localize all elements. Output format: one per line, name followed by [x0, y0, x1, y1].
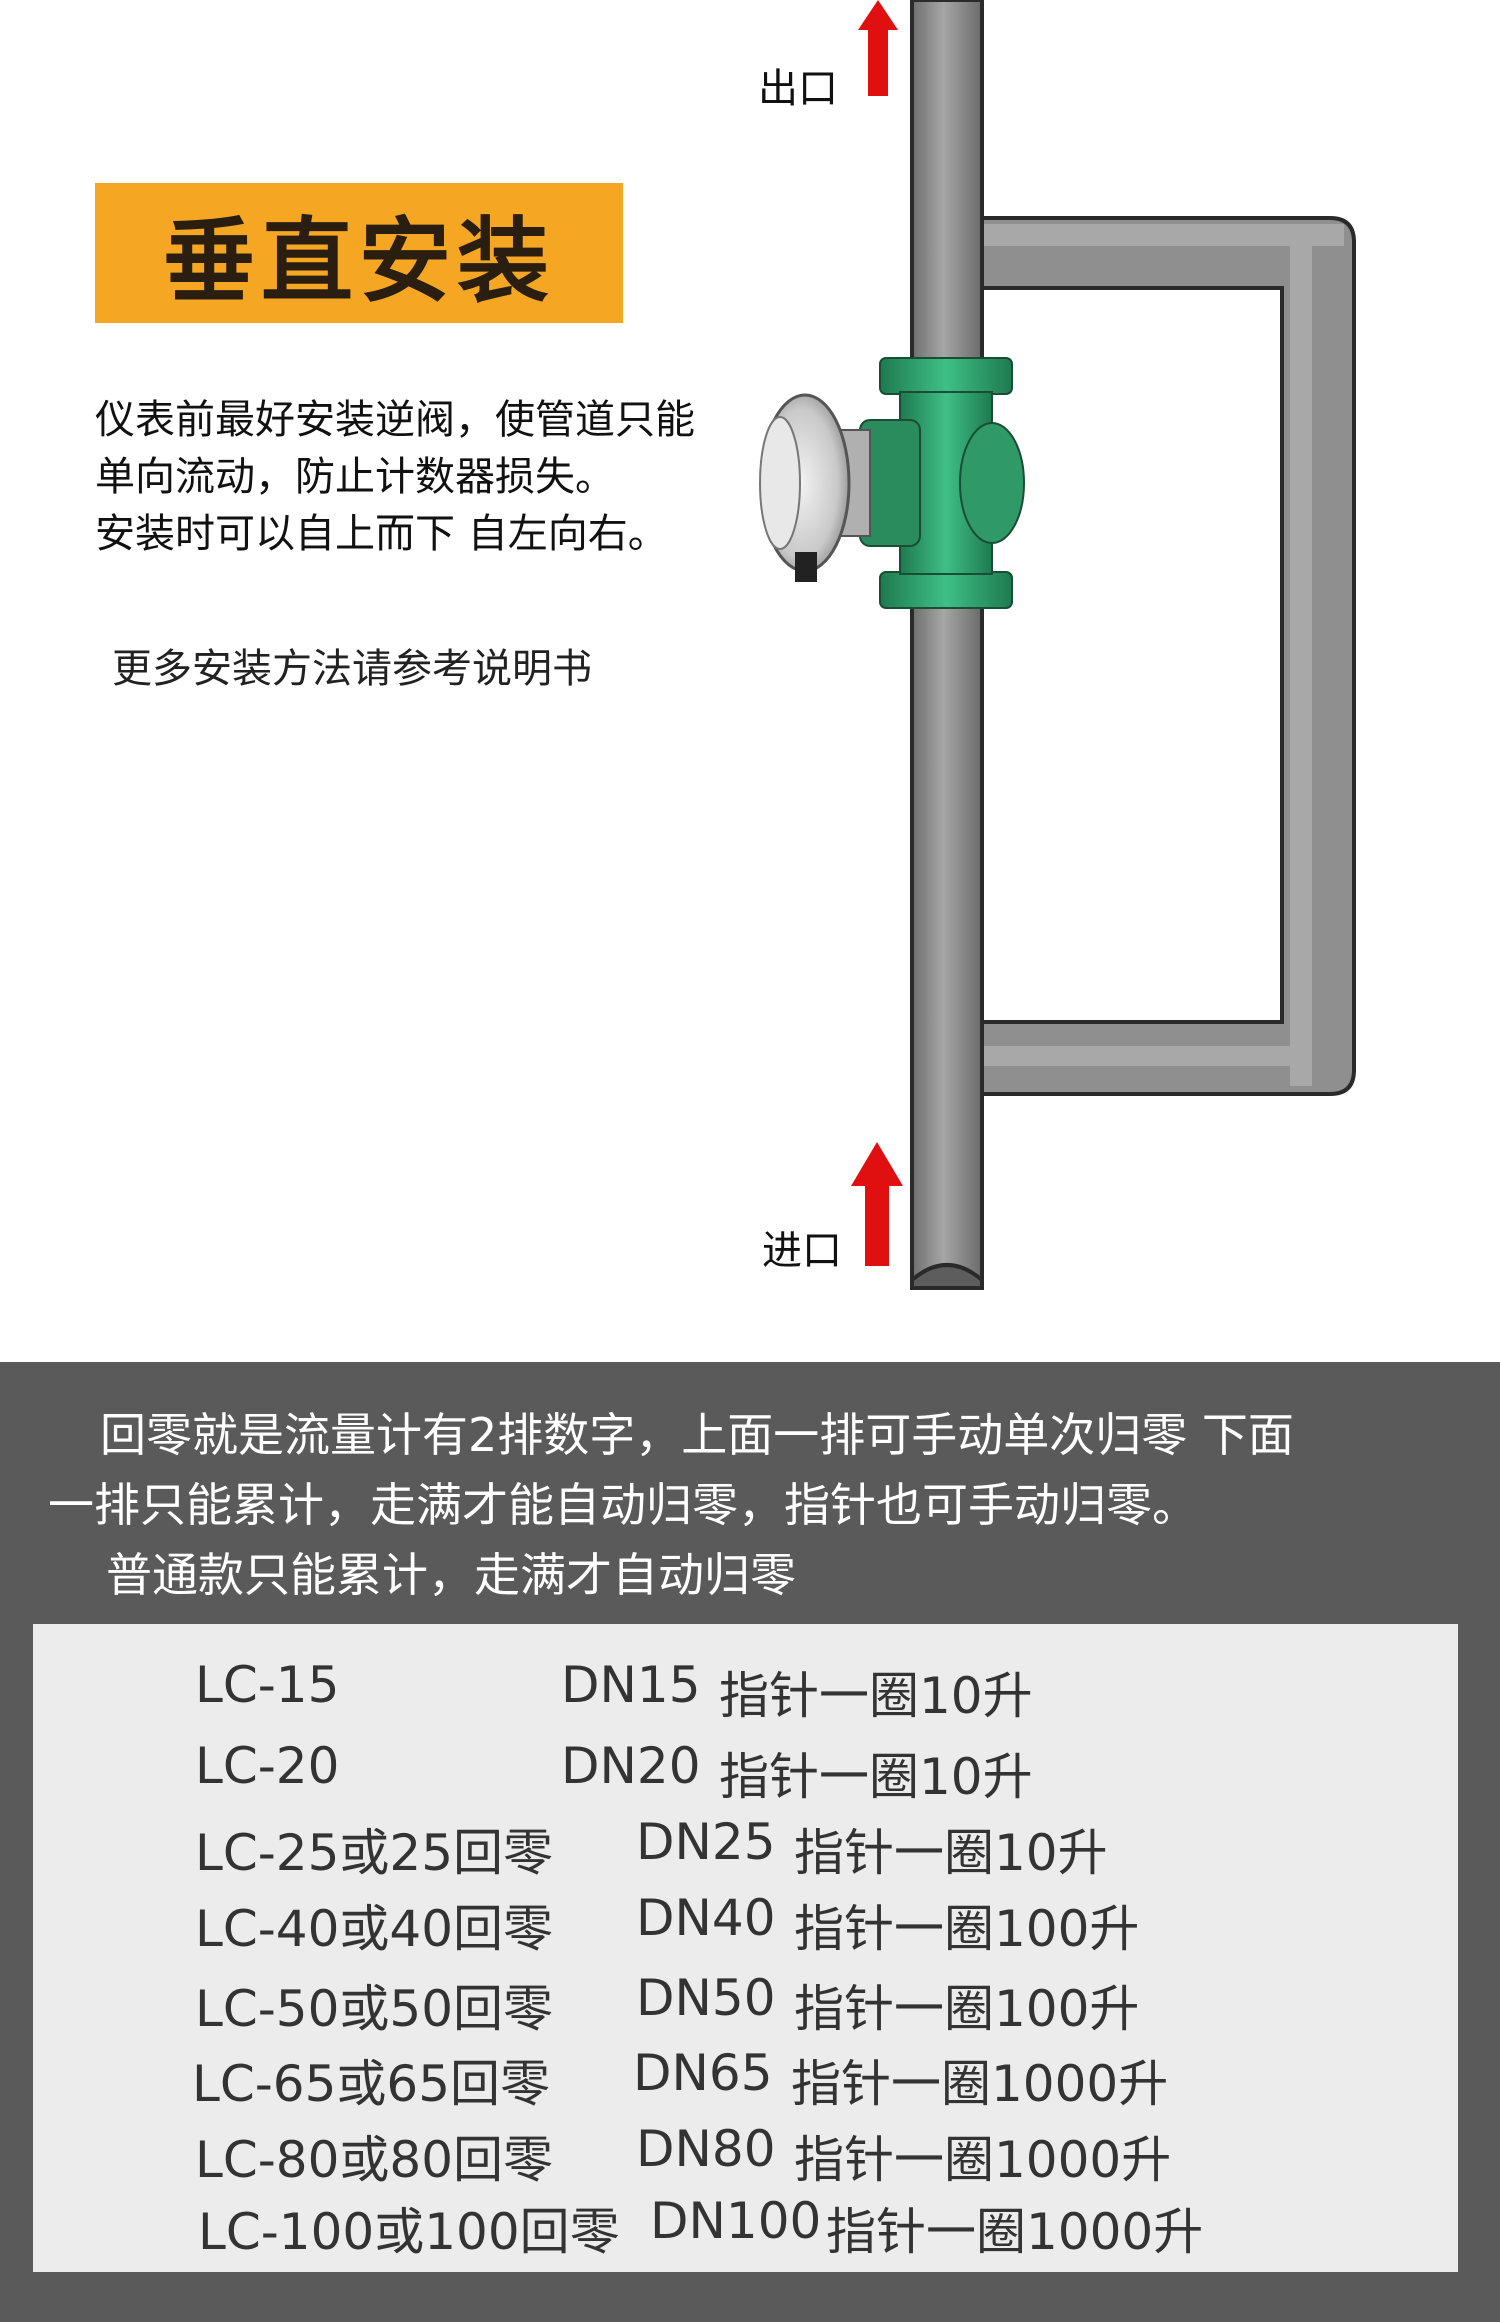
model-dn: DN100 [650, 2192, 822, 2250]
reset-note-line: 回零就是流量计有2排数字，上面一排可手动单次归零 下面 [100, 1408, 1294, 1462]
model-dn: DN25 [636, 1813, 776, 1871]
model-desc: 指针一圈10升 [719, 1667, 1033, 1725]
bypass-pipe [980, 216, 1356, 1096]
model-dn: DN80 [636, 2120, 776, 2178]
pipe-diagram [759, 0, 1356, 1290]
flow-meter-image [759, 357, 1025, 609]
model-dn: DN15 [561, 1656, 701, 1714]
description-line: 安装时可以自上而下 自左向右。 [95, 511, 668, 557]
title-banner: 垂直安装 [95, 183, 623, 323]
model-desc: 指针一圈100升 [794, 1900, 1140, 1958]
model-name: LC-20 [195, 1737, 340, 1795]
model-dn: DN50 [636, 1969, 776, 2027]
page-title: 垂直安装 [162, 207, 555, 315]
outlet-arrow-icon [858, 0, 898, 96]
description-line: 仪表前最好安装逆阀，使管道只能 [95, 397, 695, 443]
inlet-label: 进口 [762, 1228, 842, 1274]
model-table [33, 1624, 1458, 2272]
main-pipe [910, 0, 984, 1290]
model-name: LC-65或65回零 [192, 2055, 551, 2113]
outlet-label: 出口 [758, 66, 838, 112]
description-line: 单向流动，防止计数器损失。 [95, 454, 615, 500]
more-methods-text: 更多安装方法请参考说明书 [112, 646, 592, 692]
model-name: LC-25或25回零 [195, 1824, 554, 1882]
model-dn: DN20 [561, 1737, 701, 1795]
reset-note-line: 一排只能累计，走满才能自动归零，指针也可手动归零。 [48, 1478, 1198, 1532]
model-name: LC-40或40回零 [195, 1900, 554, 1958]
reset-note-line: 普通款只能累计，走满才自动归零 [106, 1548, 796, 1602]
installation-description: 仪表前最好安装逆阀，使管道只能 单向流动，防止计数器损失。 安装时可以自上而下 … [95, 392, 695, 563]
model-name: LC-15 [195, 1656, 340, 1714]
model-desc: 指针一圈10升 [719, 1748, 1033, 1806]
inlet-arrow-icon [851, 1142, 903, 1266]
model-desc: 指针一圈100升 [794, 1980, 1140, 2038]
model-name: LC-50或50回零 [195, 1980, 554, 2038]
model-name: LC-80或80回零 [195, 2131, 554, 2189]
model-name: LC-100或100回零 [198, 2203, 620, 2261]
model-desc: 指针一圈1000升 [794, 2131, 1172, 2189]
model-dn: DN65 [633, 2044, 773, 2102]
model-desc: 指针一圈1000升 [791, 2055, 1169, 2113]
model-dn: DN40 [636, 1889, 776, 1947]
model-desc: 指针一圈1000升 [826, 2203, 1204, 2261]
model-desc: 指针一圈10升 [794, 1824, 1108, 1882]
